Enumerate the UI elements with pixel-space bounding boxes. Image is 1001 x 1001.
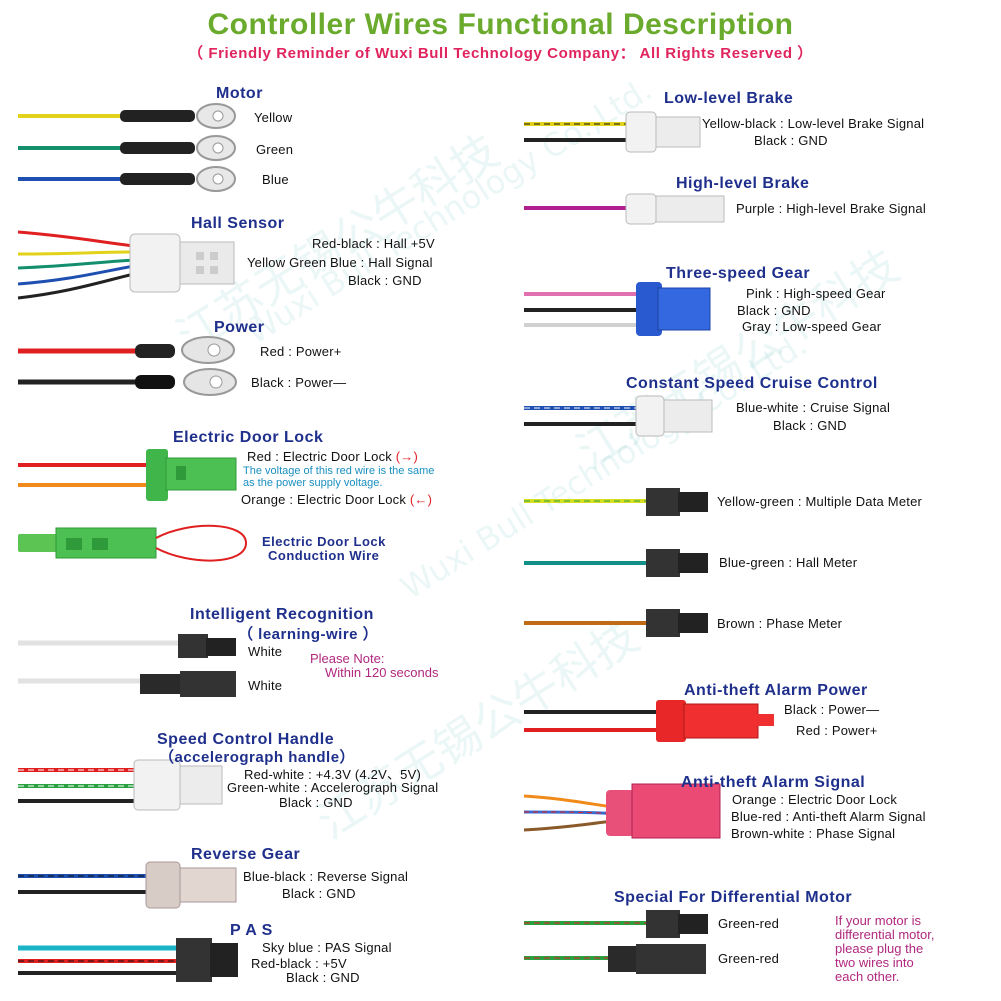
- conduction-wire: [18, 524, 248, 562]
- page-title: Controller Wires Functional Description: [207, 8, 794, 41]
- conduction-title-1: Electric Door Lock: [262, 534, 386, 549]
- power-label-red: Red : Power+: [260, 344, 342, 359]
- pas-title: P A S: [230, 922, 273, 939]
- motor-label-yellow: Yellow: [254, 110, 293, 125]
- door-lock-title: Electric Door Lock: [173, 429, 324, 446]
- cruise-label-1: Blue-white : Cruise Signal: [736, 400, 891, 415]
- alarm-signal-label-3: Brown-white : Phase Signal: [731, 826, 896, 841]
- reverse-title: Reverse Gear: [191, 846, 301, 863]
- conduction-title-2: Conduction Wire: [268, 548, 380, 563]
- learning-subtitle: （ learning-wire ）: [238, 626, 379, 643]
- throttle-title: Speed Control Handle: [157, 731, 335, 748]
- differential-label-1: Green-red: [718, 916, 780, 931]
- door-lock-red-row: Red : Electric Door Lock (→): [247, 449, 418, 464]
- alarm-signal-title: Anti-theft Alarm Signal: [681, 774, 866, 791]
- motor-label-green: Green: [256, 142, 294, 157]
- hall-title: Hall Sensor: [191, 215, 285, 232]
- learning-note-body: Within 120 seconds: [325, 665, 439, 680]
- alarm-power-title: Anti-theft Alarm Power: [684, 682, 868, 699]
- pas-label-3: Black : GND: [286, 970, 360, 985]
- throttle-subtitle: （accelerograph handle）: [159, 749, 356, 766]
- meter-label-multi-data: Yellow-green : Multiple Data Meter: [717, 494, 923, 509]
- alarm-power-wires: [524, 700, 774, 742]
- low-brake-label-1: Yellow-black : Low-level Brake Signal: [702, 116, 925, 131]
- throttle-label-3: Black : GND: [279, 795, 353, 810]
- alarm-signal-wires: [523, 783, 721, 839]
- reverse-label-1: Blue-black : Reverse Signal: [243, 869, 409, 884]
- hall-sensor-wires: [17, 230, 235, 300]
- throttle-label-1: Red-white : +4.3V (4.2V、5V): [244, 767, 422, 782]
- low-brake-wires: [524, 111, 701, 153]
- differential-note-line-1: If your motor is: [835, 913, 921, 928]
- page-subtitle: （ Friendly Reminder of Wuxi Bull Technol…: [187, 45, 814, 62]
- door-lock-orange-arrow: (←): [409, 492, 433, 507]
- learning-note-title: Please Note:: [310, 651, 385, 666]
- alarm-power-label-2: Red : Power+: [796, 723, 878, 738]
- hall-label-3: Black : GND: [348, 273, 422, 288]
- door-lock-red-label: Red : Electric Door Lock: [247, 449, 392, 464]
- three-speed-label-2: Black : GND: [737, 303, 811, 318]
- differential-title: Special For Differential Motor: [614, 889, 853, 906]
- learning-label-1: White: [248, 644, 283, 659]
- differential-note-line-2: differential motor,: [835, 927, 935, 942]
- meter-label-phase: Brown : Phase Meter: [717, 616, 843, 631]
- differential-note-line-5: each other.: [835, 969, 900, 984]
- power-wires: [18, 336, 237, 396]
- differential-note-line-3: please plug the: [835, 941, 924, 956]
- door-lock-note-2: as the power supply voltage.: [243, 477, 383, 489]
- high-brake-title: High-level Brake: [676, 175, 810, 192]
- high-brake-wires: [524, 193, 725, 225]
- door-lock-red-arrow: (→): [395, 449, 419, 464]
- cruise-wires: [524, 395, 713, 437]
- alarm-signal-label-1: Orange : Electric Door Lock: [732, 792, 898, 807]
- door-lock-orange-label: Orange : Electric Door Lock: [241, 492, 407, 507]
- hall-label-2: Yellow Green Blue : Hall Signal: [247, 255, 433, 270]
- power-title: Power: [214, 319, 265, 336]
- throttle-wires: [18, 759, 223, 811]
- three-speed-label-3: Gray : Low-speed Gear: [742, 319, 882, 334]
- alarm-power-label-1: Black : Power—: [784, 702, 880, 717]
- pas-label-1: Sky blue : PAS Signal: [262, 940, 392, 955]
- reverse-label-2: Black : GND: [282, 886, 356, 901]
- motor-wires: [18, 103, 236, 192]
- three-speed-wires: [524, 282, 711, 336]
- three-speed-label-1: Pink : High-speed Gear: [746, 286, 886, 301]
- motor-title: Motor: [216, 85, 263, 102]
- meter-wires: [524, 488, 708, 637]
- door-lock-orange-row: Orange : Electric Door Lock (←): [241, 492, 432, 507]
- three-speed-title: Three-speed Gear: [666, 265, 811, 282]
- learning-wires: [18, 634, 236, 697]
- alarm-signal-label-2: Blue-red : Anti-theft Alarm Signal: [731, 809, 926, 824]
- cruise-title: Constant Speed Cruise Control: [626, 375, 878, 392]
- hall-label-1: Red-black : Hall +5V: [312, 236, 435, 251]
- door-lock-note-1: The voltage of this red wire is the same: [243, 465, 435, 477]
- differential-wires: [524, 910, 708, 974]
- learning-title: Intelligent Recognition: [190, 606, 374, 623]
- differential-label-2: Green-red: [718, 951, 780, 966]
- differential-note-line-4: two wires into: [835, 955, 914, 970]
- low-brake-label-2: Black : GND: [754, 133, 828, 148]
- pas-label-2: Red-black : +5V: [251, 956, 347, 971]
- meter-label-hall: Blue-green : Hall Meter: [719, 555, 858, 570]
- power-label-black: Black : Power—: [251, 375, 347, 390]
- pas-wires: [18, 938, 238, 982]
- reverse-wires: [18, 861, 237, 909]
- door-lock-wires: [18, 449, 237, 501]
- throttle-label-2: Green-white : Accelerograph Signal: [227, 780, 439, 795]
- high-brake-label-1: Purple : High-level Brake Signal: [736, 201, 926, 216]
- cruise-label-2: Black : GND: [773, 418, 847, 433]
- learning-label-2: White: [248, 678, 283, 693]
- motor-label-blue: Blue: [262, 172, 289, 187]
- low-brake-title: Low-level Brake: [664, 90, 794, 107]
- differential-note: If your motor is differential motor, ple…: [835, 914, 934, 984]
